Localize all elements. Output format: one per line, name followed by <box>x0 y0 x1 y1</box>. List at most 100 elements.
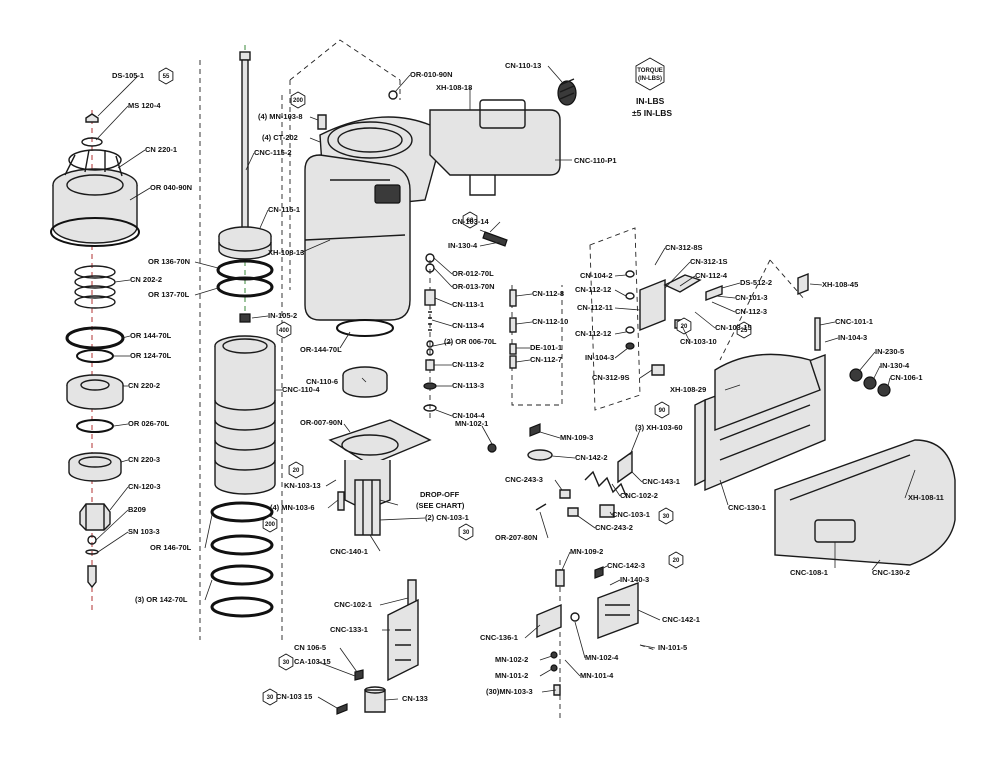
magazine-parts <box>694 259 956 566</box>
part-label: CN-142-2 <box>575 453 608 462</box>
torque-hex-icon <box>276 321 292 339</box>
seal-cn-113-3 <box>423 382 437 390</box>
part-label: OR-144-70L <box>300 345 342 354</box>
cap-cn-142-2 <box>527 449 553 461</box>
part-label: XH-108-29 <box>670 385 706 394</box>
nut-in-130-4b <box>863 376 877 390</box>
torque-value: 200 <box>293 98 304 104</box>
spring-cnc-102-2 <box>584 470 628 499</box>
torque-value: 200 <box>265 522 276 528</box>
lower-linkage-parts <box>336 560 656 720</box>
part-label: CNC-115-2 <box>254 148 292 157</box>
part-label: MN-102-4 <box>585 653 619 662</box>
part-label: MS 120-4 <box>128 101 161 110</box>
torque-hex-icon <box>278 653 294 671</box>
part-label: CN-112-3 <box>735 307 767 316</box>
part-label: (4) MN-103-6 <box>270 503 315 512</box>
torque-value: 60 <box>467 218 474 224</box>
torque-value: 30 <box>283 660 290 666</box>
oring-or-137-70l <box>216 276 274 298</box>
piston-cn-115-1 <box>218 226 272 260</box>
part-label: CN-133 <box>402 694 428 703</box>
oring-or-006-70l-b <box>426 348 434 356</box>
torque-hex-icon <box>668 551 684 569</box>
part-label: IN-101-5 <box>658 643 687 652</box>
torque-line-2: ±5 IN-LBS <box>632 108 672 118</box>
part-label: CN 106-5 <box>294 643 326 652</box>
part-label: DE-101-1 <box>530 343 562 352</box>
torque-hex-icon <box>458 523 474 541</box>
part-label: CN-103-10 <box>680 337 717 346</box>
pin-cn-112-10 <box>509 317 517 333</box>
cap-cn-104-4 <box>423 404 437 412</box>
torque-legend: TORQUE (IN-LBS) IN-LBS ±5 IN-LBS <box>632 57 672 118</box>
torque-hex-icon <box>288 461 304 479</box>
clip-mn-102-4 <box>570 612 580 622</box>
pin-mn-109-3 <box>529 423 541 437</box>
part-label: CNC-142-1 <box>662 615 700 624</box>
part-label: CN 220-1 <box>145 145 177 154</box>
part-label: DS-105-1 <box>112 71 144 80</box>
part-label: CNC-102-2 <box>620 491 658 500</box>
screw-cn-106-5 <box>354 669 364 681</box>
torque-value: 55 <box>163 74 170 80</box>
stem-cn-113-1 <box>424 289 436 306</box>
block-cn-133 <box>364 689 386 713</box>
part-label: CNC-110-P1 <box>574 156 617 165</box>
part-label: (4) CT-202 <box>262 133 298 142</box>
part-label: IN-104-3 <box>838 333 867 342</box>
torque-hex-icon <box>654 401 670 419</box>
driver-cnc-115-2 <box>239 51 251 231</box>
nut-cn-120-3 <box>79 503 111 531</box>
torque-hex-icon <box>658 507 674 525</box>
part-label: XH-108-11 <box>908 493 944 502</box>
part-labels: DS-105-1 MS 120-4 CN 220-1 OR 040-90N CN… <box>112 61 944 703</box>
part-label: CNC-102-1 <box>334 600 372 609</box>
part-label: CNC-142-3 <box>607 561 645 570</box>
part-label: CNC-140-1 <box>330 547 368 556</box>
part-label: (2) OR 006-70L <box>444 337 497 346</box>
part-label: CN-312-8S <box>665 243 703 252</box>
valve-cn-113-2 <box>425 359 435 371</box>
part-label: OR 136-70N <box>148 257 190 266</box>
oring-or-207-80n <box>535 503 547 511</box>
cap-cn-220-1 <box>52 149 138 244</box>
pin-mn-101-2 <box>550 664 558 672</box>
lever-cn-112-4 <box>663 274 702 293</box>
spring-ds-512-2 <box>705 284 723 302</box>
screw-ds-105-1 <box>85 113 99 123</box>
part-label: MN-109-3 <box>560 433 593 442</box>
torque-hex-icon <box>262 688 278 706</box>
housing-xh-108-11 <box>774 439 956 566</box>
pin-cn-112-7 <box>509 355 517 369</box>
part-label: IN-105-2 <box>268 311 297 320</box>
oring-or-142-70l-1 <box>210 534 274 556</box>
screw-mn-103-6 <box>337 491 345 511</box>
part-label: SN 103-3 <box>128 527 160 536</box>
detent-de-101-1 <box>509 343 517 355</box>
torque-value: 30 <box>463 530 470 536</box>
part-label: (30)MN-103-3 <box>486 687 533 696</box>
housing-xh-108-13 <box>304 154 411 321</box>
pin-cn-104-2 <box>625 270 635 278</box>
left-column-parts <box>50 110 140 610</box>
part-label: MN-101-2 <box>495 671 528 680</box>
part-label: MN-102-1 <box>455 419 488 428</box>
torque-value: 400 <box>279 328 290 334</box>
part-label: XH-108-13 <box>268 248 304 257</box>
part-label: IN-130-4 <box>448 241 478 250</box>
part-label: CN-112-12 <box>575 285 611 294</box>
part-label: OR 026-70L <box>128 419 170 428</box>
oring-or-142-70l-3 <box>210 596 274 618</box>
part-label: OR-010-90N <box>410 70 453 79</box>
plate-cnc-142-1 <box>597 581 639 640</box>
piston-cn-220-2 <box>66 374 124 410</box>
oring-or-124-70l <box>76 349 114 363</box>
pin-mn-103-3 <box>553 684 561 696</box>
oring-or-040-90n <box>50 217 140 247</box>
oring-or-144-70l <box>65 326 125 350</box>
trigger-cn-312-1s <box>639 278 666 332</box>
part-label: CN-115-1 <box>268 205 300 214</box>
screw-mn-103-8 <box>317 114 327 130</box>
torque-value: 90 <box>659 408 666 414</box>
